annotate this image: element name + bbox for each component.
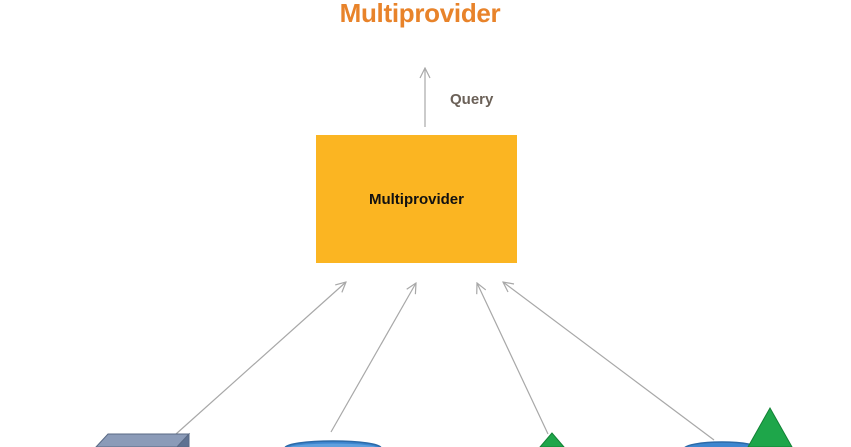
multiprovider-box-label: Multiprovider [368,190,464,208]
infocube-icon [95,432,191,447]
multiprovider-box: Multiprovider [316,135,517,263]
diagram-title: Multiprovider [339,0,501,28]
query-label: Query [450,91,494,108]
dso-cylinder-icon [284,440,382,447]
infoobject-triangle-icon [539,432,565,447]
source-arrow-2 [330,283,416,433]
dso-with-infoobject-icon [684,406,793,447]
source-arrow-4 [503,282,715,441]
source-arrow-3 [477,283,549,435]
source-arrow-1 [175,282,346,435]
